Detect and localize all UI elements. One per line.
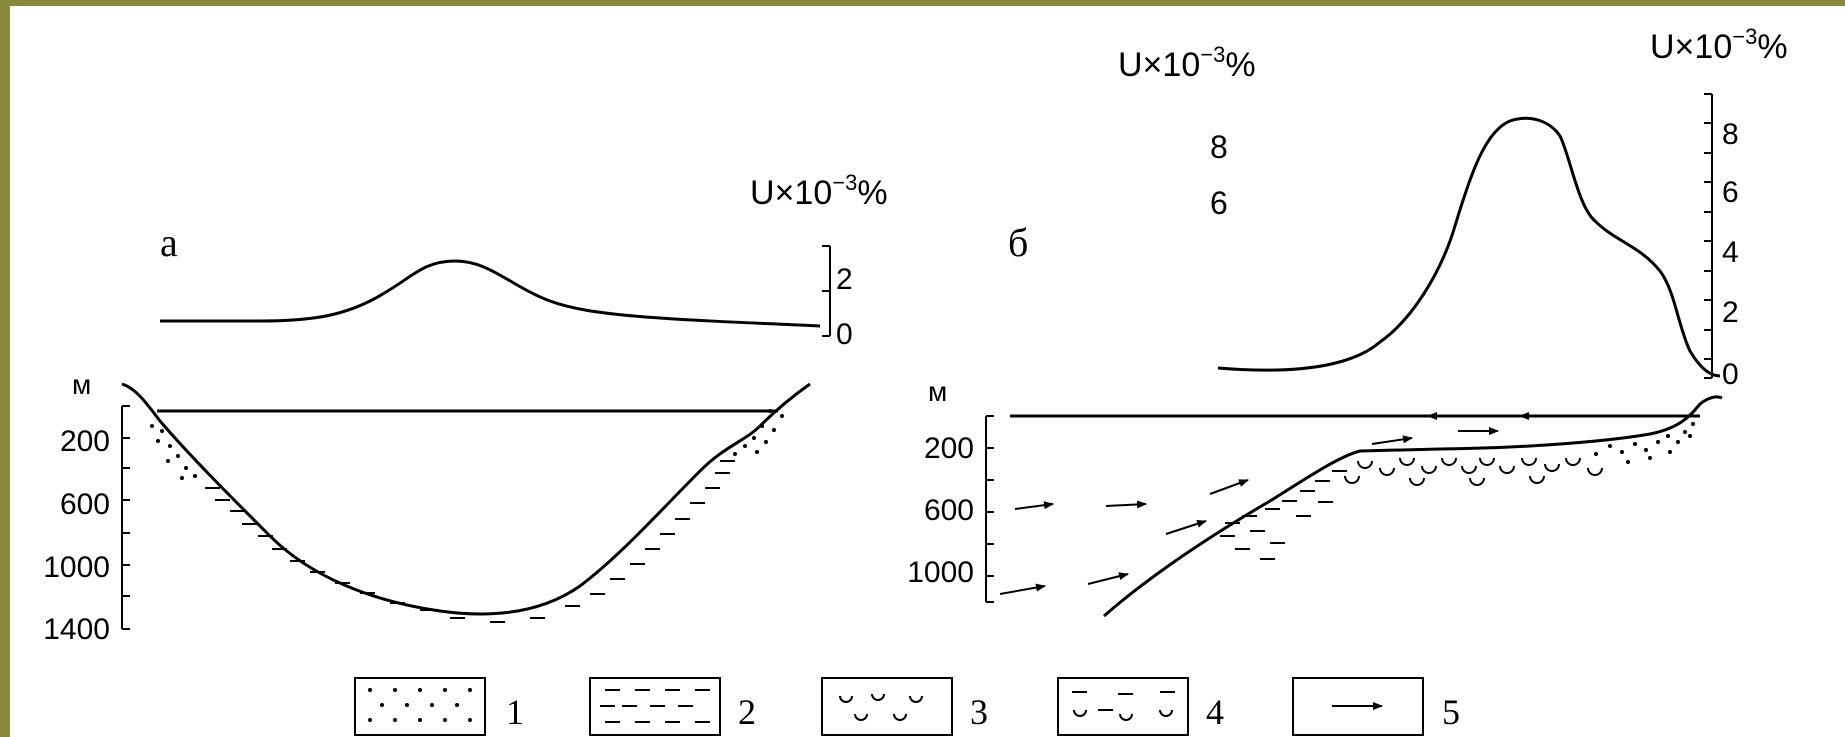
legend-number-5: 5 xyxy=(1442,692,1460,732)
panel-b-shell-sediment xyxy=(1344,457,1603,486)
panel-b-left-number-8: 8 xyxy=(1210,129,1228,165)
panel-b-scale-tick-0: 0 xyxy=(1722,358,1739,391)
panel-a-depth-1400: 1400 xyxy=(43,613,110,646)
panel-a: а U×10−3% 2 0 м 200 600 1 xyxy=(43,170,887,646)
panel-b-scale: 8 6 4 2 0 xyxy=(1704,93,1739,391)
panel-a-depth-axis: м 200 600 1000 1400 xyxy=(43,369,130,646)
panel-a-clay-sediment xyxy=(205,460,735,623)
panel-b-left-unit-label: U×10−3% xyxy=(1118,42,1256,84)
panel-b-scale-tick-8: 8 xyxy=(1722,118,1739,151)
panel-b-depth-unit: м xyxy=(928,376,947,407)
panel-a-depth-600: 600 xyxy=(60,488,110,521)
panel-a-sand-sediment xyxy=(150,409,784,480)
panel-a-letter: а xyxy=(160,220,178,265)
panel-b-depth-1000: 1000 xyxy=(907,556,974,589)
legend-number-3: 3 xyxy=(970,692,988,732)
panel-b-scale-tick-6: 6 xyxy=(1722,176,1739,209)
panel-b: б U×10−3% 8 6 U×10−3% 8 6 4 2 0 xyxy=(907,24,1788,618)
panel-b-letter: б xyxy=(1008,220,1028,265)
panel-b-current-arrows xyxy=(999,435,1413,595)
panel-a-uranium-curve xyxy=(160,259,821,328)
panel-b-clay-sediment xyxy=(1220,470,1347,560)
panel-b-scale-tick-4: 4 xyxy=(1722,236,1739,269)
panel-a-depth-200: 200 xyxy=(60,425,110,458)
panel-b-slope-profile xyxy=(1103,395,1723,618)
legend-item-3: 3 xyxy=(821,677,988,736)
panel-b-uranium-curve xyxy=(1217,116,1721,378)
slide: а U×10−3% 2 0 м 200 600 1 xyxy=(10,6,1845,737)
diagram: а U×10−3% 2 0 м 200 600 1 xyxy=(43,24,1788,736)
panel-a-depth-unit: м xyxy=(72,369,91,400)
panel-b-scale-tick-2: 2 xyxy=(1722,296,1739,329)
panel-a-depth-1000: 1000 xyxy=(43,551,110,584)
legend-item-5: 5 xyxy=(1292,677,1460,736)
panel-a-basin-profile xyxy=(121,382,811,616)
panel-b-depth-200: 200 xyxy=(924,432,974,465)
panel-b-sand-sediment xyxy=(1594,422,1695,464)
legend-number-1: 1 xyxy=(506,692,524,732)
panel-a-unit-label: U×10−3% xyxy=(750,170,888,212)
panel-b-left-number-6: 6 xyxy=(1210,185,1228,221)
legend-number-4: 4 xyxy=(1206,692,1224,732)
panel-b-depth-600: 600 xyxy=(924,494,974,527)
panel-a-scale: 2 0 xyxy=(822,245,853,351)
panel-a-scale-tick-2: 2 xyxy=(836,263,853,296)
legend: 1 2 3 xyxy=(354,677,1460,736)
panel-b-unit-label: U×10−3% xyxy=(1650,24,1788,66)
legend-item-2: 2 xyxy=(589,677,756,736)
legend-item-4: 4 xyxy=(1057,677,1224,736)
legend-item-1: 1 xyxy=(354,677,524,736)
panel-a-scale-tick-0: 0 xyxy=(836,318,853,351)
panel-b-depth-axis: м 200 600 1000 xyxy=(907,376,994,603)
legend-number-2: 2 xyxy=(738,692,756,732)
